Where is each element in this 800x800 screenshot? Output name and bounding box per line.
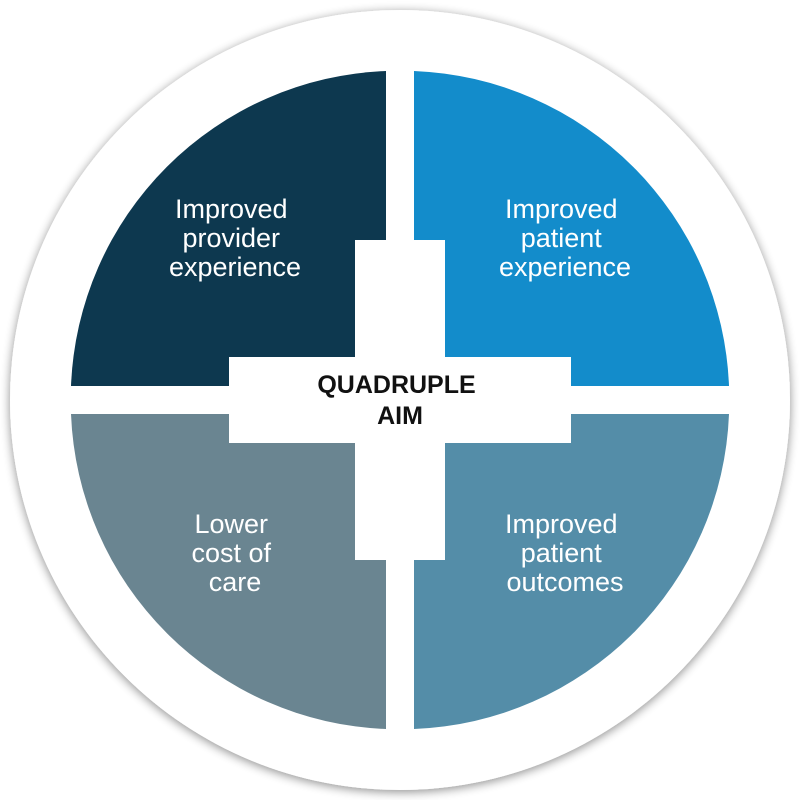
quadrant-label-line: provider [182, 223, 280, 253]
quadrant-label-line: care [209, 567, 262, 597]
quadrant-label-line: patient [521, 538, 603, 568]
quadrant-label-bottom-left: Lower cost of care [191, 509, 278, 597]
quadrant-label-line: experience [169, 252, 301, 282]
center-label-line-1: QUADRUPLE [317, 371, 475, 399]
quadrant-label-top-left: Improved provider experience [169, 194, 301, 282]
quadrant-top-right [414, 71, 729, 386]
quadrant-label-line: outcomes [506, 567, 623, 597]
quadrant-bottom-left [71, 414, 386, 729]
quadrant-top-left [71, 71, 386, 386]
quadrant-label-line: Improved [505, 509, 618, 539]
quadrant-label-top-right: Improved patient experience [499, 194, 631, 282]
quadrant-label-line: Improved [175, 194, 288, 224]
center-cross-horizontal [229, 357, 571, 443]
quadrant-label-line: Lower [194, 509, 268, 539]
center-label: QUADRUPLE AIM [317, 371, 482, 430]
quadrant-label-line: Improved [505, 194, 618, 224]
quadrant-label-line: patient [521, 223, 603, 253]
quadrant-bottom-right [414, 414, 729, 729]
quadrant-label-line: experience [499, 252, 631, 282]
quadrant-label-line: cost of [191, 538, 271, 568]
quadrant-label-bottom-right: Improved patient outcomes [505, 509, 625, 597]
center-label-line-2: AIM [377, 402, 423, 430]
